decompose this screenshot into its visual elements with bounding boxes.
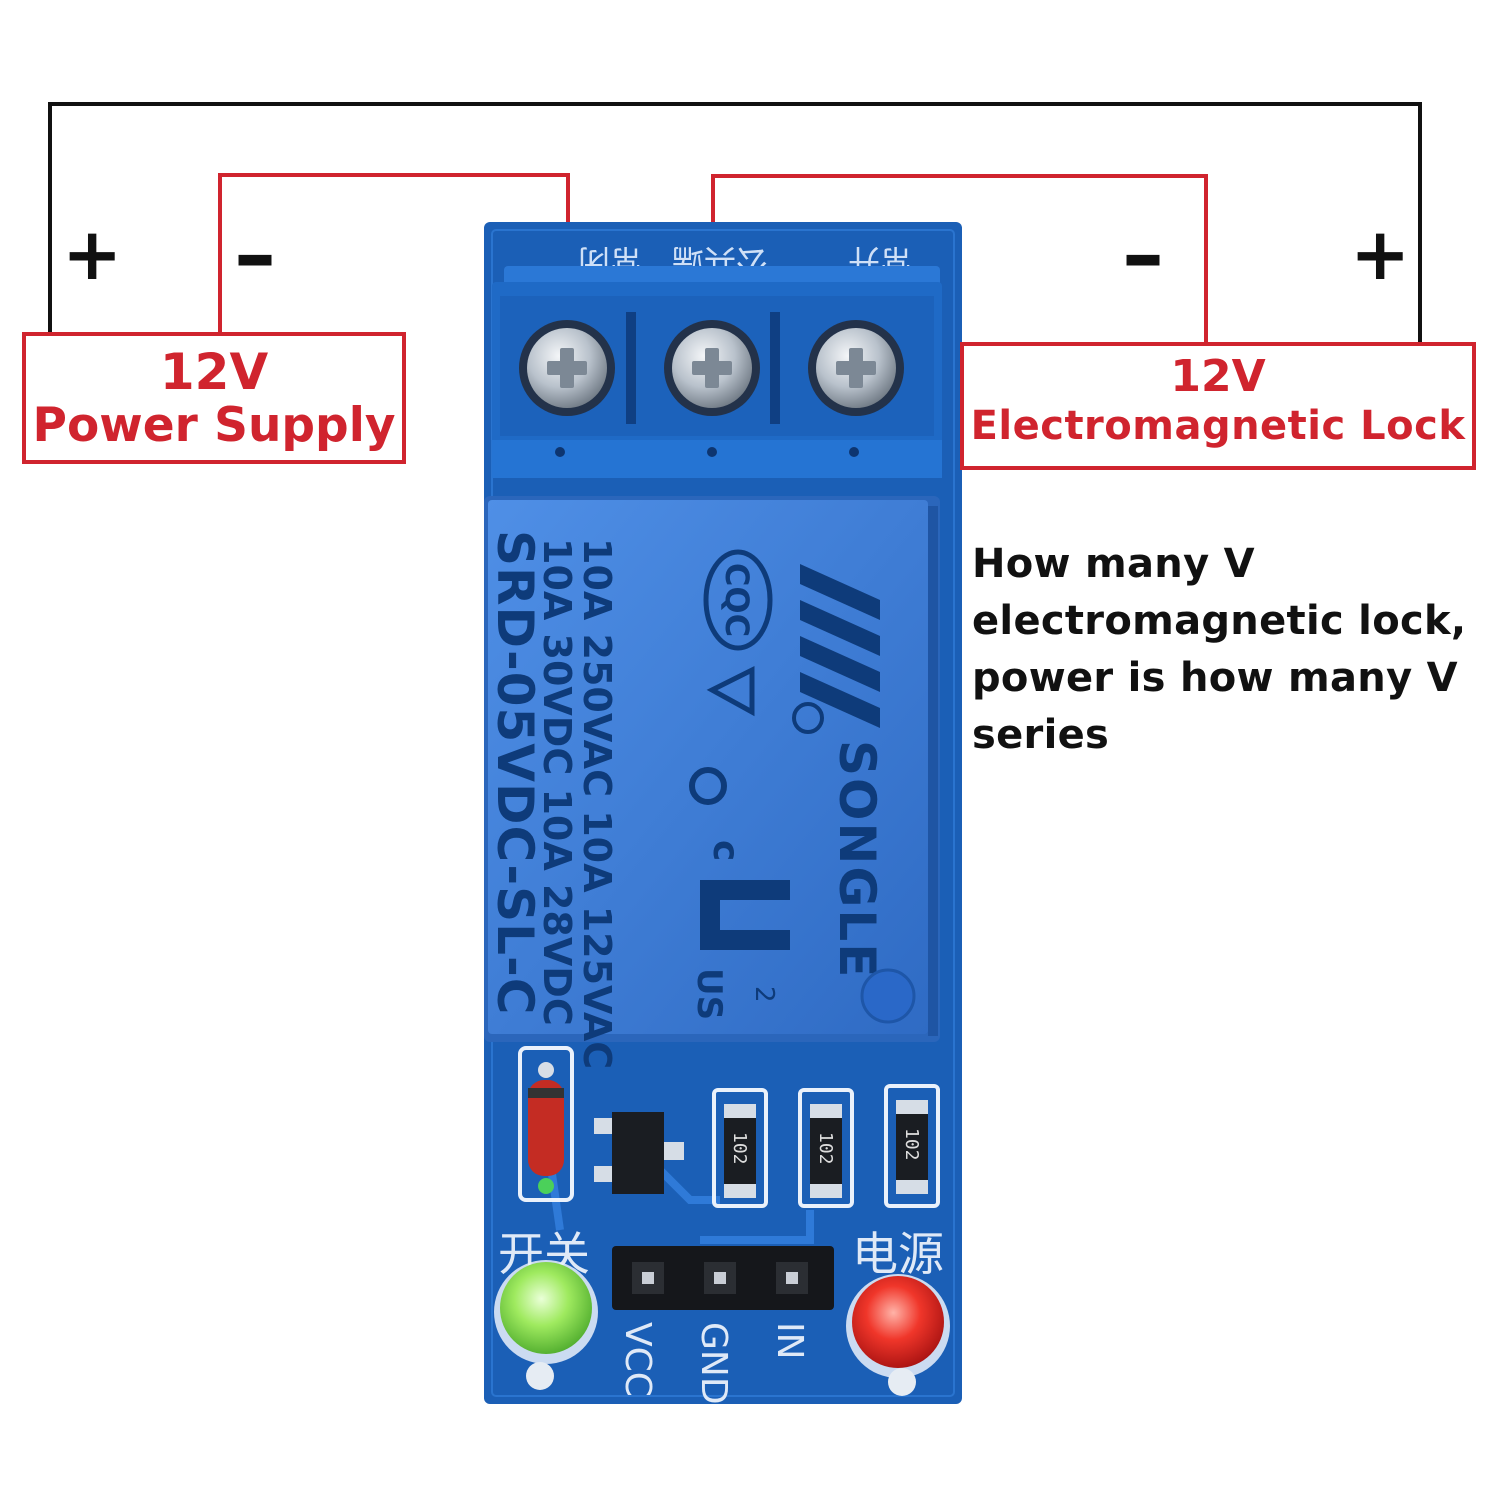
screw-com [664,320,760,416]
resistor-code-1: 102 [729,1132,750,1165]
lock-plus-sign: + [1350,212,1411,296]
ul-2-text: 2 [749,986,779,1003]
lower-components: 102 102 102 开关 电源 [494,1046,950,1405]
red-power-led [846,1274,950,1396]
resistor-1: 102 [712,1088,768,1208]
pin-label-gnd: GND [693,1322,734,1405]
screw-terminal-block [492,266,942,478]
electromagnetic-lock-box: 12V Electromagnetic Lock [960,342,1476,470]
resistor-code-2: 102 [815,1132,836,1165]
power-supply-box: 12V Power Supply [22,332,406,464]
diode [518,1046,574,1202]
power-supply-voltage: 12V [159,343,269,401]
screw-no [808,320,904,416]
screw-nc [519,320,615,416]
safety-triangle-icon [706,665,755,717]
lock-name: Electromagnetic Lock [970,403,1466,449]
pin-label-vcc: VCC [617,1322,658,1397]
registered-mark-icon [792,702,824,734]
relay-spec-line-2: 10A 30VDC 10A 28VDC [535,538,579,1026]
lock-voltage: 12V [1170,351,1266,402]
relay-component: 10A 250VAC 10A 125VAC 10A 30VDC 10A 28VD… [484,496,940,1069]
relay-model: SRD-05VDC-SL-C [486,530,544,1015]
ul-c-text: c [705,840,746,861]
transistor [594,1112,684,1194]
resistor-2: 102 [798,1088,854,1208]
power-supply-name: Power Supply [32,398,396,453]
cqc-text: CQC [718,563,756,637]
question-text: How many V electromagnetic lock, power i… [972,541,1467,758]
relay-dot [689,767,727,805]
lock-minus-sign: – [1122,205,1164,303]
power-led-label: 电源 [852,1227,944,1281]
resistor-code-3: 102 [901,1128,922,1161]
green-switch-led [494,1260,598,1390]
relay-module: 常闭 公共端 常开 [484,222,962,1405]
power-supply-minus-sign: – [234,205,276,303]
ul-mark-icon: c US 2 [689,840,790,1020]
relay-spec-line-1: 10A 250VAC 10A 125VAC [575,538,619,1069]
songle-logo-icon [800,564,880,728]
ul-us-text: US [689,968,729,1020]
cqc-logo: CQC [703,549,773,651]
black-positive-wire [48,102,1422,342]
pin-header [612,1246,834,1310]
pin-label-in: IN [769,1322,810,1360]
relay-spec-text: 10A 250VAC 10A 125VAC 10A 30VDC 10A 28VD… [486,530,619,1069]
songle-brand: SONGLE [828,740,886,979]
power-supply-plus-sign: + [62,212,123,296]
relay-corner-dot [860,968,916,1024]
resistor-3: 102 [884,1084,940,1208]
